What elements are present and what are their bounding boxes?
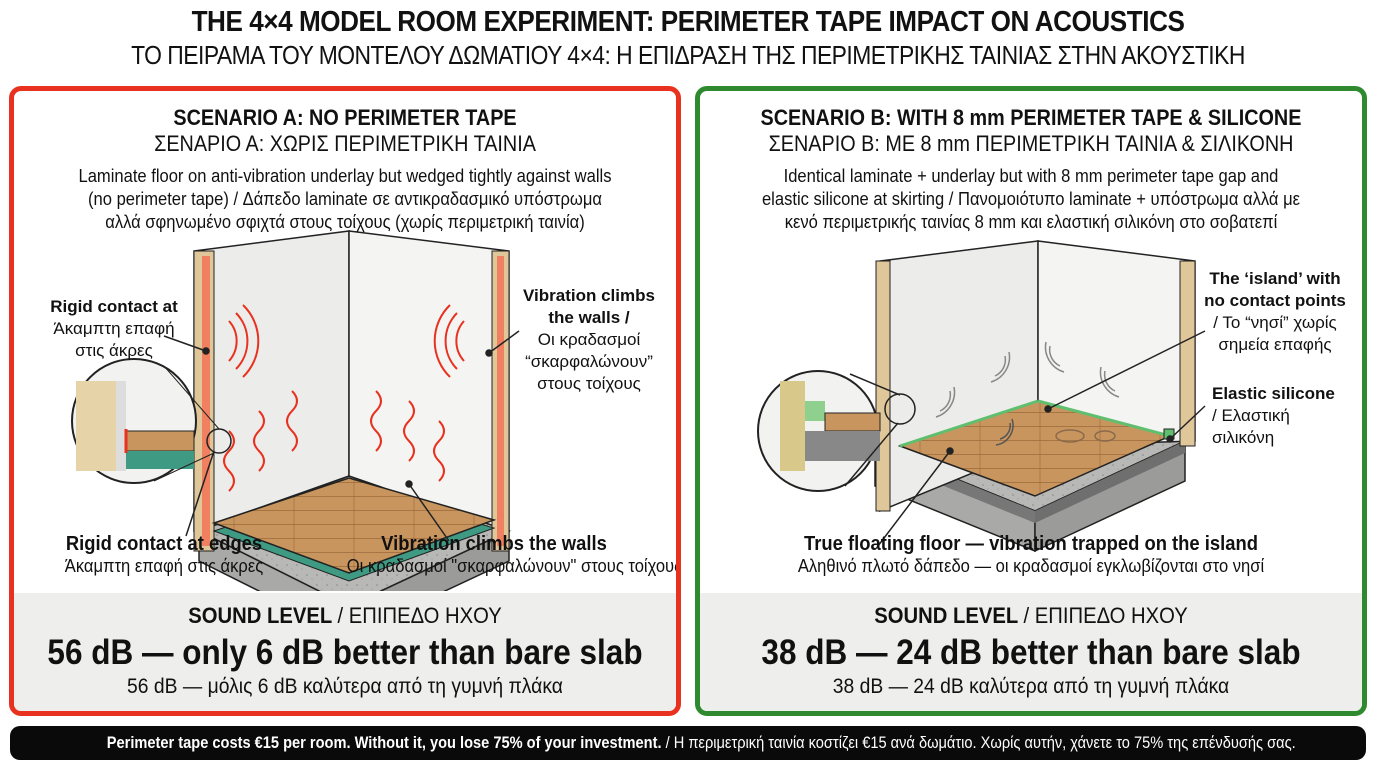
callout-bold: Rigid contact at [50,297,178,316]
footer-greek: / Η περιμετρική ταινία κοστίζει €15 ανά … [665,733,1296,752]
label-rigid-edges: Rigid contact at edges Άκαμπτη επαφή στι… [44,533,284,577]
sound-level-section-b: SOUND LEVEL / ΕΠΙΠΕΔΟ ΗΧΟΥ 38 dB — 24 dB… [700,593,1362,711]
walls [193,230,510,552]
label-bold: Rigid contact at edges [65,533,263,555]
main-title: THE 4×4 MODEL ROOM EXPERIMENT: PERIMETER… [191,6,1185,38]
callout-greek: Οι κραδασμοί [537,330,641,349]
callout-silicone: Elastic silicone / Ελαστική σιλικόνη [1212,383,1335,449]
sound-level-value-greek: 56 dB — μόλις 6 dB καλύτερα από τη γυμνή… [127,675,563,698]
callout-greek: σημεία επαφής [1218,335,1332,354]
scenario-a-description: Laminate floor on anti-vibration underla… [40,165,649,234]
description-line: αλλά σφηνωμένο σφιχτά στους τοίχους (χωρ… [105,212,585,232]
callout-greek: στις άκρες [75,341,153,360]
laminate-floor [211,477,497,582]
callout-island: The ‘island’ with no contact points / Το… [1200,268,1350,356]
description-line: elastic silicone at skirting / Πανομοιότ… [761,189,1301,209]
scenario-b-description: Identical laminate + underlay but with 8… [726,165,1335,234]
callout-bold: Elastic silicone [1212,384,1335,403]
callout-greek: στους τοίχους [537,374,641,393]
callout-greek: “σκαρφαλώνουν” [525,352,653,371]
description-line: Laminate floor on anti-vibration underla… [78,166,612,186]
callout-greek: σιλικόνη [1212,428,1275,447]
description-line: Identical laminate + underlay but with 8… [783,166,1279,186]
description-line: κενό περιμετρικής ταινίας 8 mm και ελαστ… [784,212,1278,232]
vibration-waves [223,304,465,492]
sound-level-label: SOUND LEVEL / ΕΠΙΠΕΔΟ ΗΧΟΥ [874,603,1188,628]
sound-level-value: 38 dB — 24 dB better than bare slab [761,633,1301,672]
main-title-greek: ΤΟ ΠΕΙΡΑΜΑ ΤΟΥ ΜΟΝΤΕΛΟΥ ΔΩΜΑΤΙΟΥ 4×4: Η … [131,40,1245,70]
label-greek: Αληθινό πλωτό δάπεδο — οι κραδασμοί εγκλ… [797,556,1265,576]
callout-bold: the walls / [548,308,630,327]
callout-bold: Vibration climbs [523,286,655,305]
callout-rigid-contact: Rigid contact at Άκαμπτη επαφή στις άκρε… [44,296,184,362]
sound-level-value: 56 dB — only 6 dB better than bare slab [47,633,643,672]
footer-bold: Perimeter tape costs €15 per room. Witho… [106,733,662,752]
scenario-a-panel: SCENARIO A: NO PERIMETER TAPE ΣΕΝΑΡΙΟ Α:… [9,86,681,716]
scenario-b-heading-greek: ΣΕΝΑΡΙΟ Β: ΜΕ 8 mm ΠΕΡΙΜΕΤΡΙΚΗ ΤΑΙΝΙΑ & … [768,131,1294,156]
callout-greek: / Ελαστική [1212,406,1290,425]
trapped-vibration-waves [935,341,1120,446]
sound-level-section-a: SOUND LEVEL / ΕΠΙΠΕΔΟ ΗΧΟΥ 56 dB — only … [14,593,676,711]
sound-level-value-greek: 38 dB — 24 dB καλύτερα από τη γυμνή πλάκ… [832,675,1230,698]
detail-inset-circle [757,370,916,492]
callout-greek: / Το “νησί” χωρίς [1213,313,1337,332]
label-bold: True floating floor — vibration trapped … [804,533,1258,555]
room-illustration-no-tape [71,230,520,591]
label-greek: Οι κραδασμοί "σκαρφαλώνουν" στους τοίχου… [346,556,681,576]
label-bold: Vibration climbs the walls [381,533,607,555]
callout-bold: no contact points [1204,291,1346,310]
description-line: (no perimeter tape) / Δάπεδο laminate σε… [88,189,602,209]
callout-greek: Άκαμπτη επαφή [53,319,175,338]
scenario-b-panel: SCENARIO B: WITH 8 mm PERIMETER TAPE & S… [695,86,1367,716]
label-vibration-walls: Vibration climbs the walls Οι κραδασμοί … [334,533,681,577]
sound-level-label: SOUND LEVEL / ΕΠΙΠΕΔΟ ΗΧΟΥ [188,603,502,628]
callout-vibration-walls: Vibration climbs the walls / Οι κραδασμο… [514,285,664,395]
room-illustration-with-tape [757,240,1206,553]
leader-lines [844,330,1206,547]
scenario-a-heading-greek: ΣΕΝΑΡΙΟ Α: ΧΩΡΙΣ ΠΕΡΙΜΕΤΡΙΚΗ ΤΑΙΝΙΑ [154,131,536,156]
footer-banner: Perimeter tape costs €15 per room. Witho… [10,726,1366,760]
label-greek: Άκαμπτη επαφή στις άκρες [64,556,264,576]
callout-bold: The ‘island’ with [1209,269,1341,288]
leader-lines [163,330,520,542]
label-floating-floor: True floating floor — vibration trapped … [700,533,1362,577]
scenario-a-heading: SCENARIO A: NO PERIMETER TAPE [173,105,517,130]
detail-inset-circle [71,358,232,484]
scenario-b-heading: SCENARIO B: WITH 8 mm PERIMETER TAPE & S… [760,105,1302,130]
